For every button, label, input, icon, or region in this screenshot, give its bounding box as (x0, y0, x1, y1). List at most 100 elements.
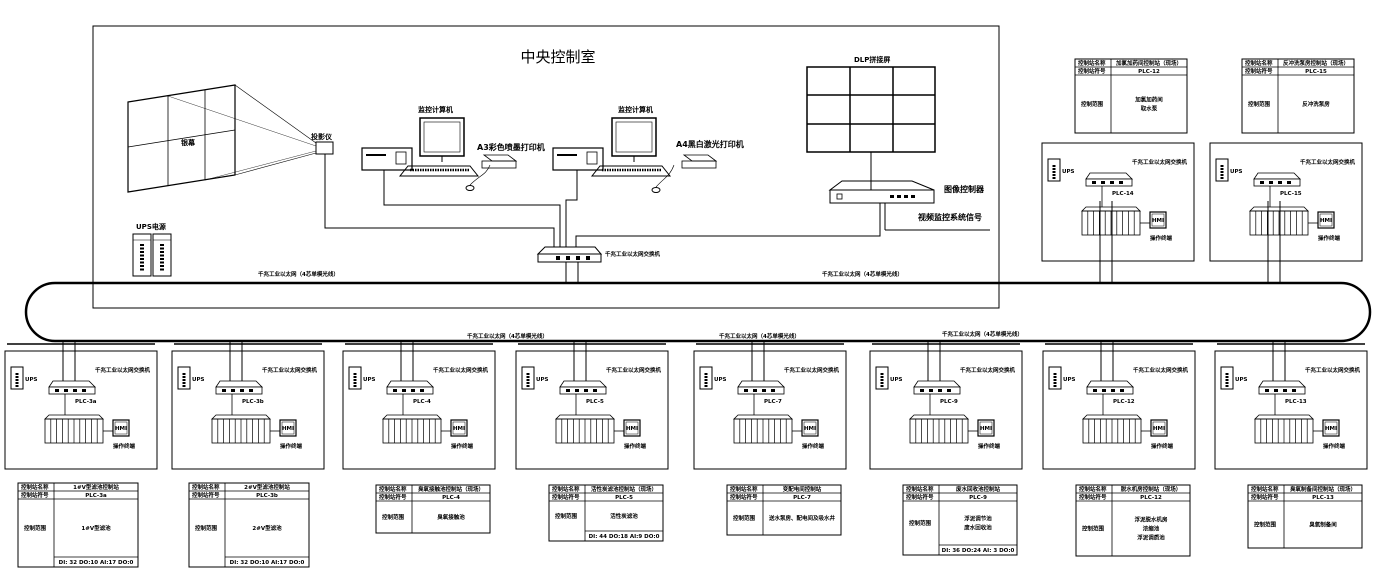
plc-label: PLC-13 (1285, 399, 1307, 405)
switch-label: 千兆工业以太网交换机 (262, 366, 318, 374)
table-code-label: 控制站符号 (906, 493, 934, 501)
plc-rack (211, 414, 271, 444)
fiber-backbone-ring: 千兆工业以太网（4芯单模光线） 千兆工业以太网（4芯单模光线） 千兆工业以太网（… (24, 270, 1372, 343)
table-name-value: 臭氧制备间控制站（现场） (1290, 485, 1356, 493)
core-switch: 千兆工业以太网交换机 (536, 246, 661, 263)
table-name-label: 控制站名称 (192, 483, 220, 491)
table-scope-label: 控制范围 (1081, 100, 1104, 108)
console-label: 操作终端 (280, 442, 303, 450)
hmi-label: HMI (1320, 218, 1332, 224)
plc-rack (909, 414, 969, 444)
plc-rack (44, 414, 104, 444)
table-scope-value: 送水泵房、配电间及吸水井 (768, 514, 836, 522)
video-signal-label: 视频监控系统信号 (918, 212, 982, 222)
hmi-label: HMI (980, 426, 992, 432)
table-code-value: PLC-3b (256, 493, 278, 499)
hmi-terminal (441, 419, 468, 437)
switch-label: 千兆工业以太网交换机 (960, 366, 1016, 374)
switch-label: 千兆工业以太网交换机 (433, 366, 489, 374)
station-switch (215, 380, 263, 395)
projector: 投影仪 (311, 132, 334, 155)
table-scope-value: 取水泵 (1141, 105, 1158, 113)
ups-icon (177, 366, 191, 390)
plc-label: PLC-9 (940, 399, 958, 405)
table-name-value: 臭氧接触池控制站（现场） (418, 485, 484, 493)
ups-icon (875, 366, 889, 390)
table-name-value: 脱水机房控制站（现场） (1121, 485, 1182, 493)
ups-icon (10, 366, 24, 390)
table-scope-value: 1#V型滤池 (81, 524, 111, 532)
table-scope-value: 臭氧制备间 (1309, 521, 1337, 529)
backbone-label-4: 千兆工业以太网（4芯单模光线） (719, 332, 800, 340)
station-enclosure (1209, 142, 1363, 262)
console-label: 操作终端 (113, 442, 136, 450)
hmi-terminal (1313, 419, 1340, 437)
ups-label: UPS (192, 377, 204, 383)
station-enclosure (693, 350, 847, 470)
plc-label: PLC-7 (764, 399, 782, 405)
plc-label: PLC-3b (242, 399, 264, 405)
table-scope-value: 废水回收池 (964, 524, 992, 532)
station-info-table: 控制站名称控制站符号臭氧制备间控制站（现场）PLC-13控制范围臭氧制备间 (1247, 484, 1363, 549)
table-code-value: PLC-9 (969, 495, 987, 501)
plc-rack (382, 414, 442, 444)
console-label: 操作终端 (802, 442, 825, 450)
field-stations: UPS千兆工业以太网交换机PLC-3aHMI操作终端控制站名称控制站符号1#V型… (4, 58, 1368, 568)
table-scope-label: 控制范围 (1248, 100, 1271, 108)
station-enclosure (869, 350, 1023, 470)
ups-icon (1215, 158, 1229, 182)
station-info-table: 控制站名称控制站符号臭氧接触池控制站（现场）PLC-4控制范围臭氧接触池 (375, 484, 491, 534)
switch-label: 千兆工业以太网交换机 (1132, 158, 1188, 166)
plc-rack (1249, 206, 1309, 236)
control-room: 中央控制室 银幕 投影仪 (92, 25, 1000, 309)
ups-power: UPS电源 (132, 222, 172, 277)
ups-power-label: UPS电源 (136, 222, 166, 231)
table-code-value: PLC-12 (1138, 69, 1160, 75)
table-name-label: 控制站名称 (730, 485, 758, 493)
station-info-table: 控制站名称控制站符号变配电间控制站PLC-7控制范围送水泵房、配电间及吸水井 (726, 484, 842, 536)
station-info-table: 控制站名称控制站符号脱水机房控制站（现场）PLC-12控制范围浮泥脱水机房浓缩池… (1075, 484, 1191, 557)
printer-a3: A3彩色喷墨打印机 (477, 142, 545, 169)
ups-icon (348, 366, 362, 390)
table-code-label: 控制站符号 (1251, 493, 1279, 501)
ups-icon (699, 366, 713, 390)
station-switch (913, 380, 961, 395)
console-label: 操作终端 (978, 442, 1001, 450)
station-switch (1258, 380, 1306, 395)
ups-label: UPS (1230, 169, 1242, 175)
table-code-value: PLC-13 (1312, 495, 1334, 501)
hmi-terminal (1141, 419, 1168, 437)
ups-icon (1220, 366, 1234, 390)
hmi-terminal (1308, 211, 1335, 229)
table-scope-label: 控制范围 (1082, 525, 1105, 533)
station-switch (1253, 172, 1301, 187)
plc-label: PLC-5 (586, 399, 604, 405)
hmi-label: HMI (1325, 426, 1337, 432)
ups-label: UPS (1063, 377, 1075, 383)
table-code-value: PLC-15 (1305, 69, 1327, 75)
printer-a4: A4黑白激光打印机 (676, 139, 744, 169)
switch-label: 千兆工业以太网交换机 (95, 366, 151, 374)
switch-label: 千兆工业以太网交换机 (784, 366, 840, 374)
backbone-label-2: 千兆工业以太网（4芯单模光线） (822, 270, 903, 278)
ups-icon (521, 366, 535, 390)
switch-label: 千兆工业以太网交换机 (606, 366, 662, 374)
table-name-value: 加氯加药间控制站（现场） (1115, 59, 1182, 67)
console-label: 操作终端 (1318, 234, 1341, 242)
hmi-label: HMI (282, 426, 294, 432)
ups-label: UPS (714, 377, 726, 383)
table-name-value: 废水回收池控制站 (956, 485, 1001, 493)
plc-label: PLC-4 (413, 399, 431, 405)
table-scope-label: 控制范围 (555, 512, 578, 520)
switch-label: 千兆工业以太网交换机 (1300, 158, 1356, 166)
ups-label: UPS (363, 377, 375, 383)
station-switch (1086, 380, 1134, 395)
station-enclosure (1041, 142, 1195, 262)
table-scope-label: 控制范围 (382, 513, 405, 521)
hmi-terminal (270, 419, 297, 437)
station-enclosure (1042, 350, 1196, 470)
